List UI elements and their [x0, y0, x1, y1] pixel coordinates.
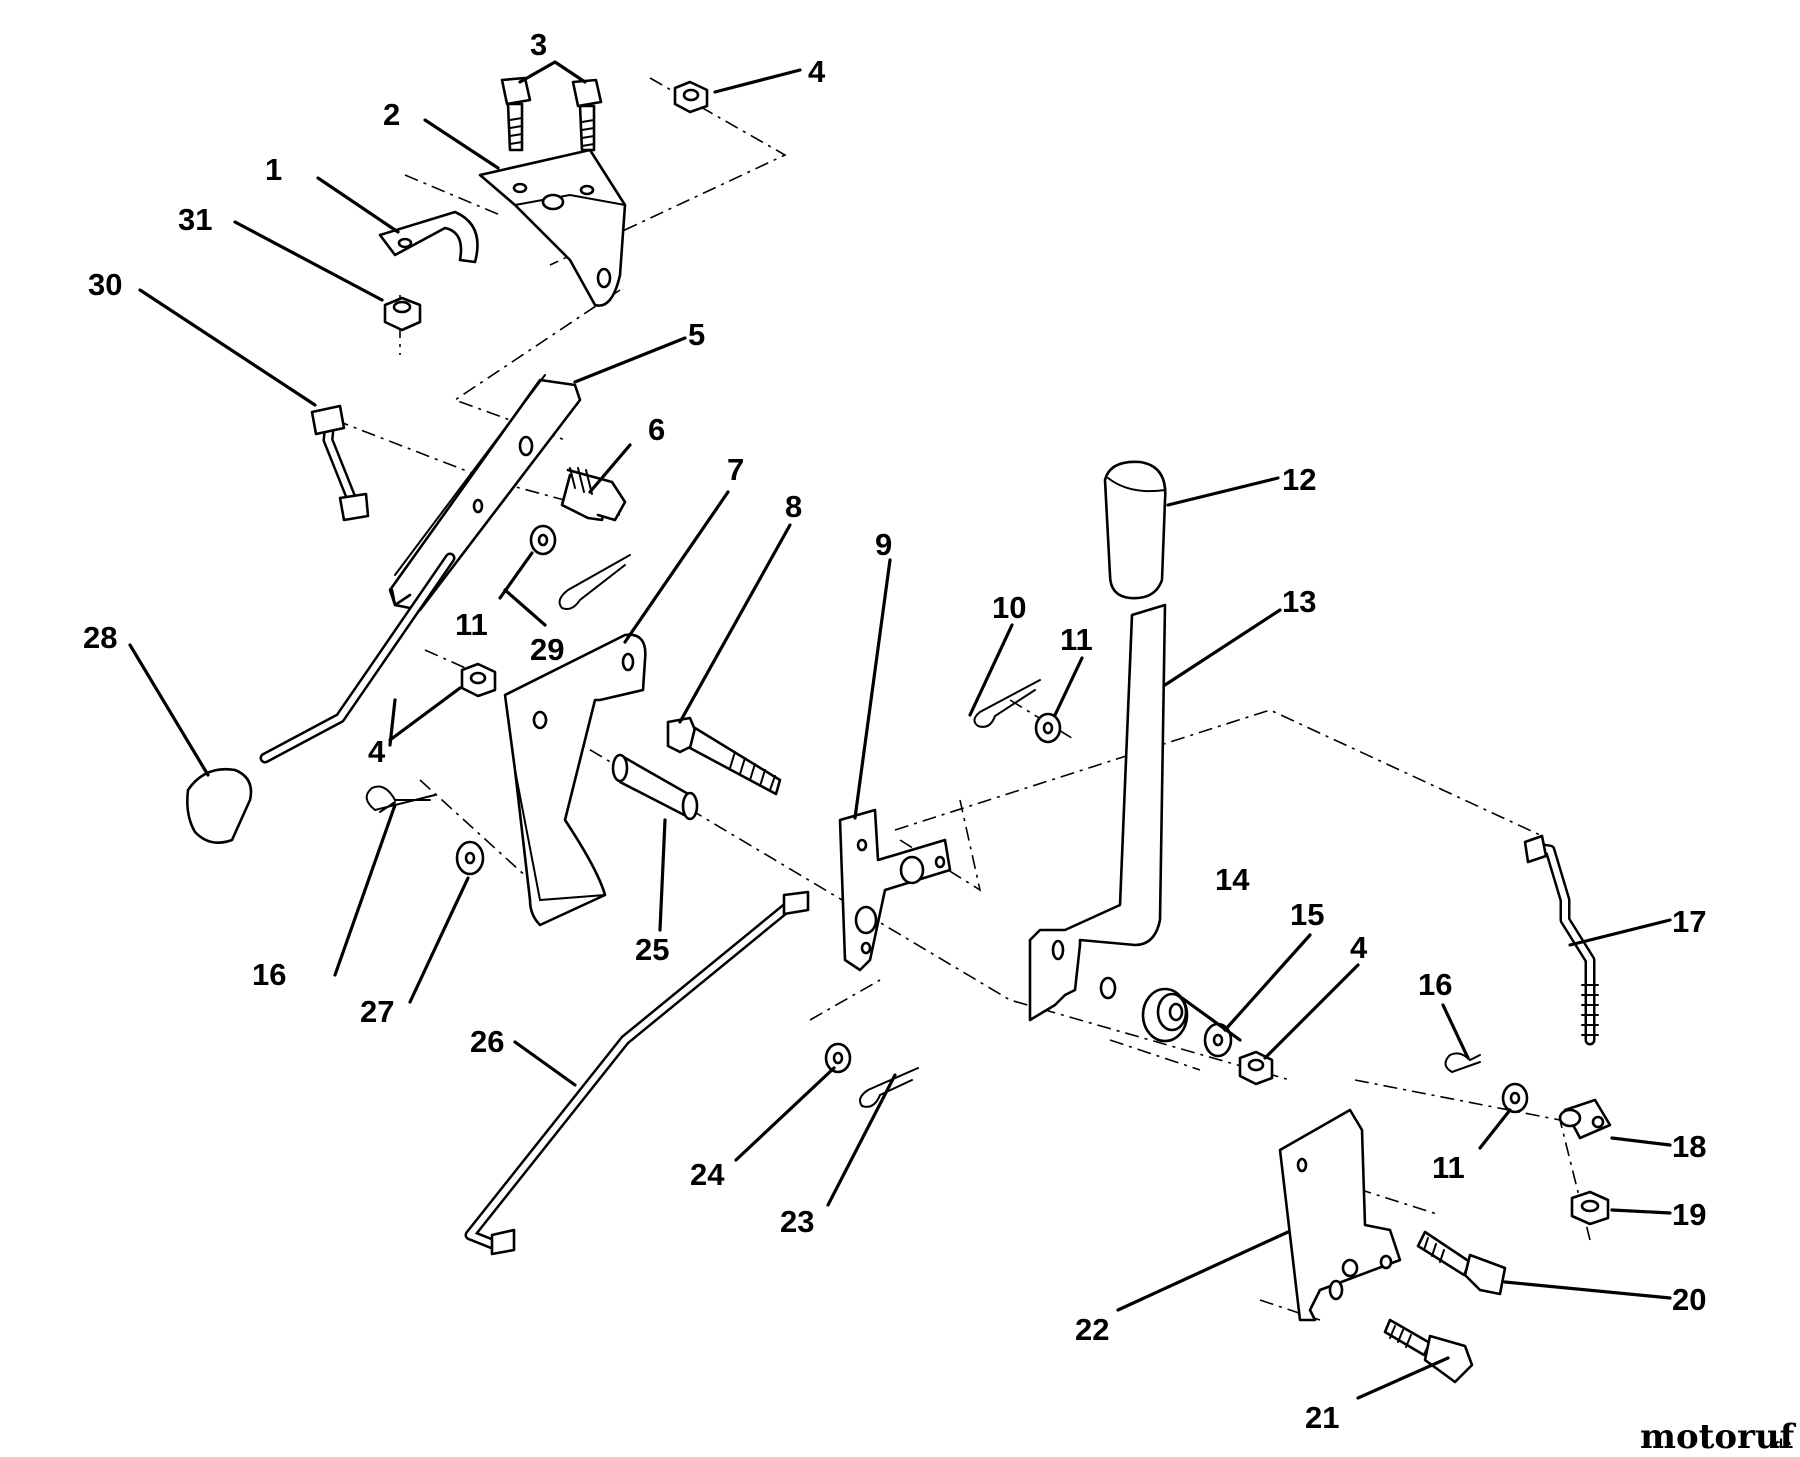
- nut-part-4-right: [1238, 1050, 1274, 1086]
- label-24: 24: [690, 1157, 725, 1192]
- washer-part-11-a: [529, 524, 557, 556]
- label-21: 21: [1305, 1400, 1339, 1435]
- label-2: 2: [383, 97, 400, 132]
- nut-part-4-top: [673, 80, 709, 114]
- label-15: 15: [1290, 897, 1324, 932]
- rod-part-26: [464, 890, 810, 1256]
- label-22: 22: [1075, 1312, 1109, 1347]
- label-11-left: 11: [455, 607, 488, 642]
- label-29: 29: [530, 632, 564, 667]
- label-23: 23: [780, 1204, 814, 1239]
- sleeve-part-25: [611, 753, 699, 821]
- hitch-pin-part-16-left: [365, 785, 436, 813]
- knob-part-28: [186, 767, 253, 844]
- label-20: 20: [1672, 1282, 1706, 1317]
- clip-part-1: [378, 210, 479, 264]
- label-30: 30: [88, 267, 122, 302]
- bolt-part-6: [560, 467, 627, 522]
- label-28: 28: [83, 620, 117, 655]
- label-4-top: 4: [808, 54, 826, 89]
- label-6: 6: [648, 412, 665, 447]
- watermark-logo: motoruf .de: [1640, 1417, 1797, 1457]
- label-12: 12: [1282, 462, 1316, 497]
- nut-part-19: [1570, 1190, 1610, 1226]
- bolt-part-20: [1416, 1230, 1507, 1296]
- leader-lines: [128, 60, 1672, 1400]
- trunnion-part-18: [1558, 1098, 1612, 1140]
- washer-part-11-b: [1034, 712, 1062, 744]
- label-13: 13: [1282, 584, 1316, 619]
- label-19: 19: [1672, 1197, 1706, 1232]
- watermark-suffix: .de: [1770, 1437, 1791, 1451]
- label-8: 8: [785, 489, 802, 524]
- watermark-name: motoruf: [1640, 1417, 1797, 1457]
- label-17: 17: [1672, 904, 1706, 939]
- lever-rod-part-5: [259, 552, 456, 764]
- washer-part-24: [824, 1042, 852, 1074]
- cotter-pin-part-10: [973, 679, 1041, 728]
- label-27: 27: [360, 994, 394, 1029]
- label-10: 10: [992, 590, 1026, 625]
- label-26: 26: [470, 1024, 504, 1059]
- lower-bracket-part-22: [1278, 1108, 1402, 1322]
- washer-part-27: [455, 840, 485, 876]
- label-16-right: 16: [1418, 967, 1452, 1002]
- label-16-left: 16: [252, 957, 286, 992]
- hitch-pin-part-16-right: [1444, 1052, 1481, 1074]
- label-11-mid: 11: [1060, 622, 1093, 657]
- bolt-part-21: [1383, 1318, 1474, 1384]
- upper-bracket-part-2: [478, 148, 627, 307]
- washer-part-11-c: [1501, 1082, 1529, 1114]
- label-4-right: 4: [1350, 930, 1368, 965]
- bracket-part-7: [503, 633, 647, 927]
- rod-part-17: [1523, 834, 1599, 1046]
- label-11-right: 11: [1432, 1150, 1465, 1185]
- nut-part-4-mid: [460, 662, 497, 698]
- label-1: 1: [265, 152, 282, 187]
- label-31: 31: [178, 202, 212, 237]
- label-9: 9: [875, 527, 892, 562]
- label-25: 25: [635, 932, 669, 967]
- label-3: 3: [530, 27, 547, 62]
- label-5: 5: [688, 317, 705, 352]
- cotter-pin-part-23: [859, 1067, 919, 1108]
- part-labels: 1 2 3 4 5 6 7 8 9 10 11 11 11 12 13 14 1…: [83, 27, 1706, 1435]
- bushing-part-14: [1141, 987, 1189, 1043]
- link-rod-part-30: [310, 404, 370, 522]
- nut-part-31: [383, 296, 422, 332]
- bolt-pair-part-3: [500, 76, 603, 152]
- label-18: 18: [1672, 1129, 1706, 1164]
- label-7: 7: [727, 452, 744, 487]
- shift-lever-part-13: [1028, 603, 1167, 1022]
- label-4-mid: 4: [368, 734, 386, 769]
- cotter-pin-part-29: [558, 554, 631, 610]
- handle-grip-part-12: [1103, 460, 1167, 600]
- bolt-part-8: [666, 716, 782, 796]
- bracket-part-5: [388, 374, 582, 612]
- plate-part-9: [838, 808, 952, 972]
- label-14: 14: [1215, 862, 1250, 897]
